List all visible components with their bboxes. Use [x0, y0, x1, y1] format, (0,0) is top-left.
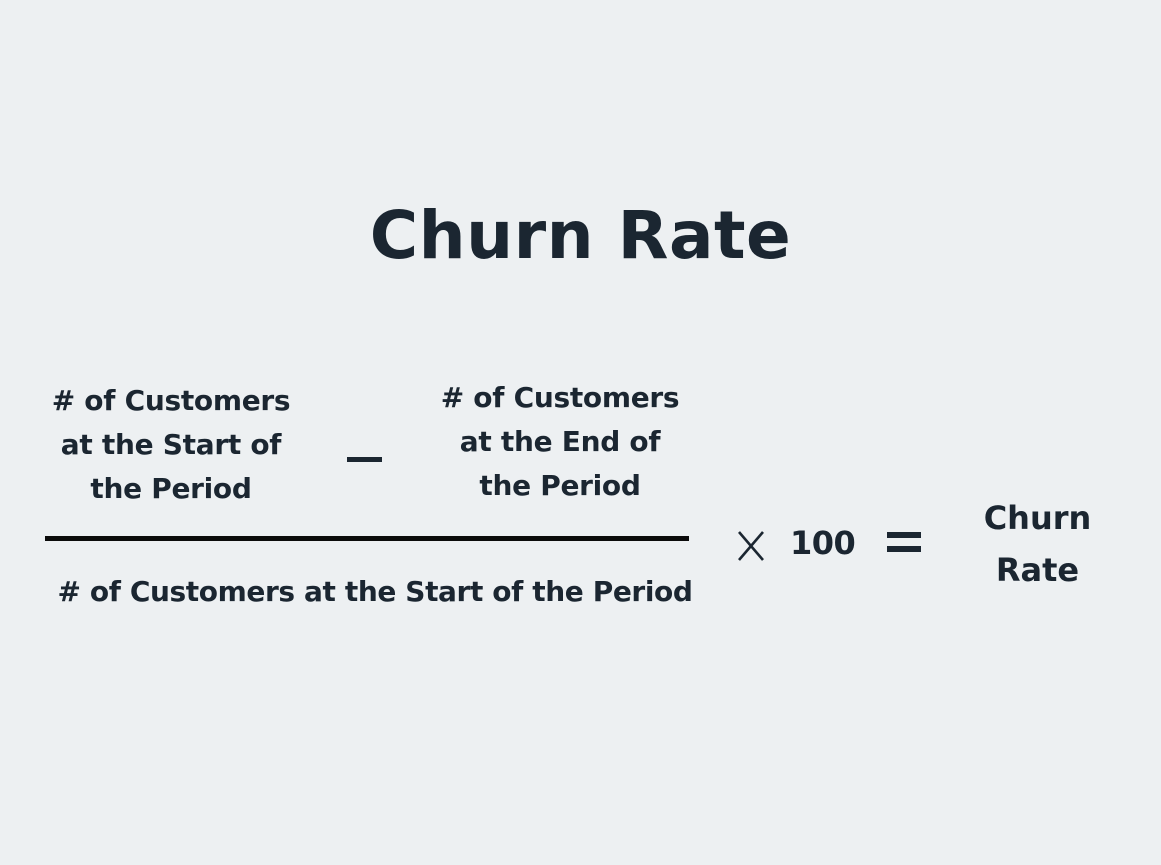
result-line-2: Rate [995, 551, 1080, 589]
numerator-end-line-2: at the End of [459, 425, 661, 458]
result-churn-rate: Churn Rate [955, 492, 1120, 596]
equals-sign-icon [887, 532, 921, 556]
numerator-start-line-1: # of Customers [51, 384, 291, 417]
denominator-start-customers: # of Customers at the Start of the Perio… [57, 575, 693, 608]
equals-bar-top [887, 532, 921, 538]
result-line-1: Churn [983, 499, 1092, 537]
fraction-bar [45, 536, 689, 541]
numerator-end-customers: # of Customers at the End of the Period [415, 376, 705, 508]
equals-bar-bottom [887, 546, 921, 552]
minus-sign-icon [347, 457, 382, 462]
multiply-sign-icon [738, 531, 764, 561]
diagram-title: Churn Rate [369, 197, 792, 274]
numerator-start-customers: # of Customers at the Start of the Perio… [26, 379, 316, 511]
numerator-start-line-3: the Period [90, 472, 252, 505]
multiplier-value: 100 [790, 524, 856, 562]
numerator-end-line-1: # of Customers [440, 381, 680, 414]
numerator-start-line-2: at the Start of [60, 428, 282, 461]
numerator-end-line-3: the Period [479, 469, 641, 502]
